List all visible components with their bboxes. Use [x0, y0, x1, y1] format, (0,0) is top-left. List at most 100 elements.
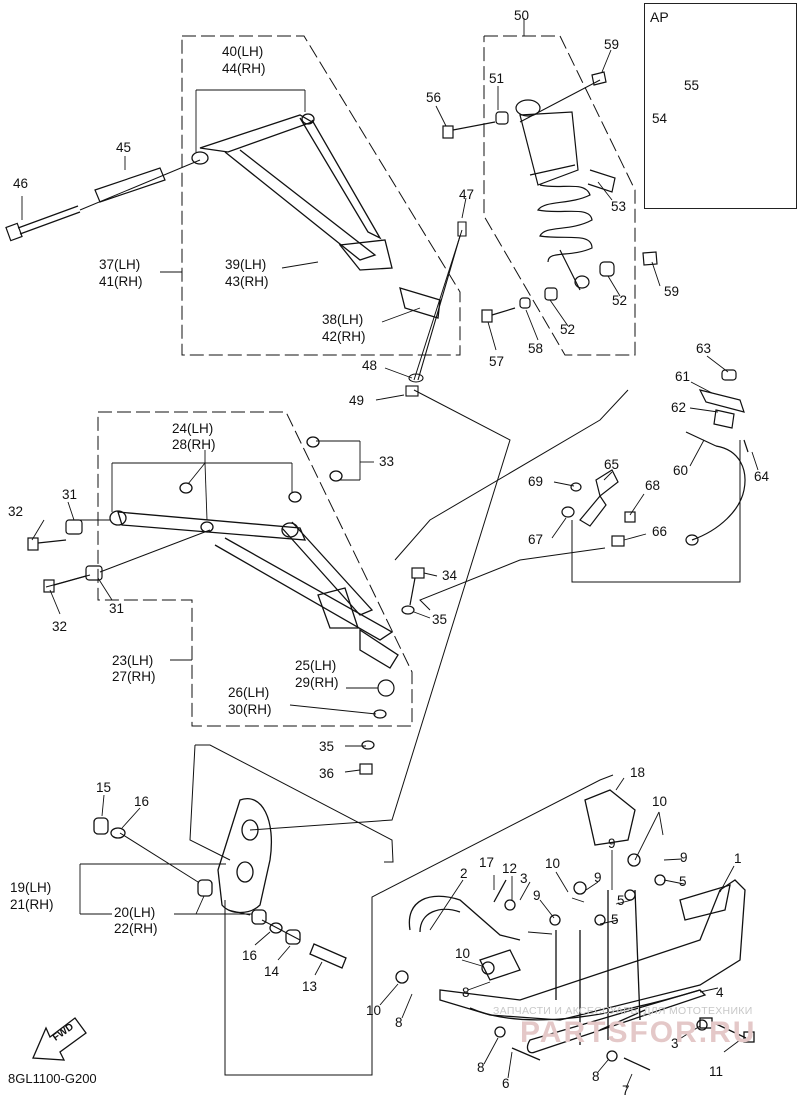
callout-69: 69: [528, 474, 544, 489]
callout-13: 13: [302, 979, 318, 994]
callout-6: 6: [502, 1076, 510, 1091]
callout-66: 66: [652, 524, 668, 539]
callout-37-lh: 37(LH): [99, 257, 141, 272]
callout-14: 14: [264, 964, 280, 979]
callout-23-lh: 23(LH): [112, 653, 154, 668]
drawing-code: 8GL1100-G200: [8, 1071, 97, 1086]
callout-9-b: 9: [680, 850, 688, 865]
callout-31-top: 31: [62, 487, 78, 502]
callout-32-bottom: 32: [52, 619, 68, 634]
callout-49: 49: [349, 393, 365, 408]
callout-24-lh: 24(LH): [172, 421, 214, 436]
callout-58: 58: [528, 341, 544, 356]
callout-17: 17: [479, 855, 495, 870]
shock-absorber: [515, 99, 616, 291]
callout-20-lh: 20(LH): [114, 905, 156, 920]
callout-39-lh: 39(LH): [225, 257, 267, 272]
callout-57: 57: [489, 354, 505, 369]
callout-26-lh: 26(LH): [228, 685, 270, 700]
callout-8-d: 8: [592, 1069, 600, 1084]
callout-35-upper: 35: [432, 612, 448, 627]
callout-1: 1: [734, 851, 742, 866]
callout-9-c: 9: [533, 888, 541, 903]
callout-2: 2: [460, 866, 468, 881]
callout-48: 48: [362, 358, 378, 373]
callout-11: 11: [709, 1064, 724, 1079]
callout-7: 7: [622, 1083, 630, 1098]
callout-31-bottom: 31: [109, 601, 125, 616]
callout-64: 64: [754, 469, 770, 484]
tie-rod-47: [405, 221, 467, 397]
callout-45: 45: [116, 140, 132, 155]
callout-65: 65: [604, 457, 620, 472]
upper-a-arm: [191, 113, 441, 319]
callout-16-bottom: 16: [242, 948, 258, 963]
inset-title: AP: [650, 9, 669, 25]
callout-28-rh: 28(RH): [172, 437, 216, 452]
callout-53: 53: [611, 199, 627, 214]
callout-10-b: 10: [545, 856, 561, 871]
callout-16-top: 16: [134, 794, 150, 809]
callout-9-a: 9: [608, 836, 616, 851]
callout-27-rh: 27(RH): [112, 669, 156, 684]
callout-44-rh: 44(RH): [222, 61, 266, 76]
callout-34: 34: [442, 568, 458, 583]
callout-59-bottom: 59: [664, 284, 680, 299]
callout-56: 56: [426, 90, 442, 105]
shock-bolts: [442, 71, 658, 323]
callout-38-lh: 38(LH): [322, 312, 364, 327]
callout-67: 67: [528, 532, 544, 547]
callout-3-bottom: 3: [671, 1036, 679, 1051]
callout-52-right: 52: [612, 293, 628, 308]
callout-42-rh: 42(RH): [322, 329, 366, 344]
callout-33: 33: [379, 454, 395, 469]
group-outline-lower-arm: [97, 411, 413, 727]
callout-21-rh: 21(RH): [10, 897, 54, 912]
callout-8-c: 8: [477, 1060, 485, 1075]
callout-55: 55: [684, 78, 700, 93]
callout-10-d: 10: [366, 1003, 382, 1018]
callout-50: 50: [514, 8, 530, 23]
ap-inset: AP: [644, 3, 797, 209]
callout-5-b: 5: [617, 893, 625, 908]
callout-54: 54: [652, 111, 668, 126]
callout-15: 15: [96, 780, 112, 795]
callout-30-rh: 30(RH): [228, 702, 272, 717]
callout-10-c: 10: [455, 946, 471, 961]
callout-19-lh: 19(LH): [10, 880, 52, 895]
group-outline-upper-arm: [181, 35, 461, 356]
steering-linkage: [561, 369, 749, 547]
callout-29-rh: 29(RH): [295, 675, 339, 690]
callout-3-top: 3: [520, 871, 528, 886]
callout-41-rh: 41(RH): [99, 274, 143, 289]
callout-51: 51: [489, 71, 505, 86]
lower-arm-bolts: [27, 519, 425, 775]
callout-60: 60: [673, 463, 689, 478]
callout-36: 36: [319, 766, 335, 781]
callout-59-top: 59: [604, 37, 620, 52]
watermark-text: ЗАПЧАСТИ И АКСЕССУАРЫ ДЛЯ МОТОТЕХНИКИ: [493, 1005, 753, 1017]
callout-22-rh: 22(RH): [114, 921, 158, 936]
callout-8-b: 8: [395, 1015, 403, 1030]
watermark-logo: PARTSFOR.RU: [520, 1016, 757, 1049]
ski: [395, 789, 755, 1071]
callout-32-top: 32: [8, 504, 24, 519]
fwd-arrow-icon: [32, 1017, 87, 1061]
callout-5-a: 5: [679, 874, 687, 889]
callout-40-lh: 40(LH): [222, 44, 264, 59]
callout-8-a: 8: [462, 985, 470, 1000]
callout-43-rh: 43(RH): [225, 274, 269, 289]
callout-63: 63: [696, 341, 712, 356]
callout-52-left: 52: [560, 322, 576, 337]
spindle: [93, 798, 347, 969]
callout-4: 4: [716, 985, 724, 1000]
group-outline-shock: [483, 35, 636, 356]
callout-25-lh: 25(LH): [295, 658, 337, 673]
callout-62: 62: [671, 400, 687, 415]
callout-9-d: 9: [594, 870, 602, 885]
callout-68: 68: [645, 478, 661, 493]
collar-45: [94, 167, 166, 203]
callout-46: 46: [13, 176, 29, 191]
lower-a-arm: [109, 436, 399, 669]
